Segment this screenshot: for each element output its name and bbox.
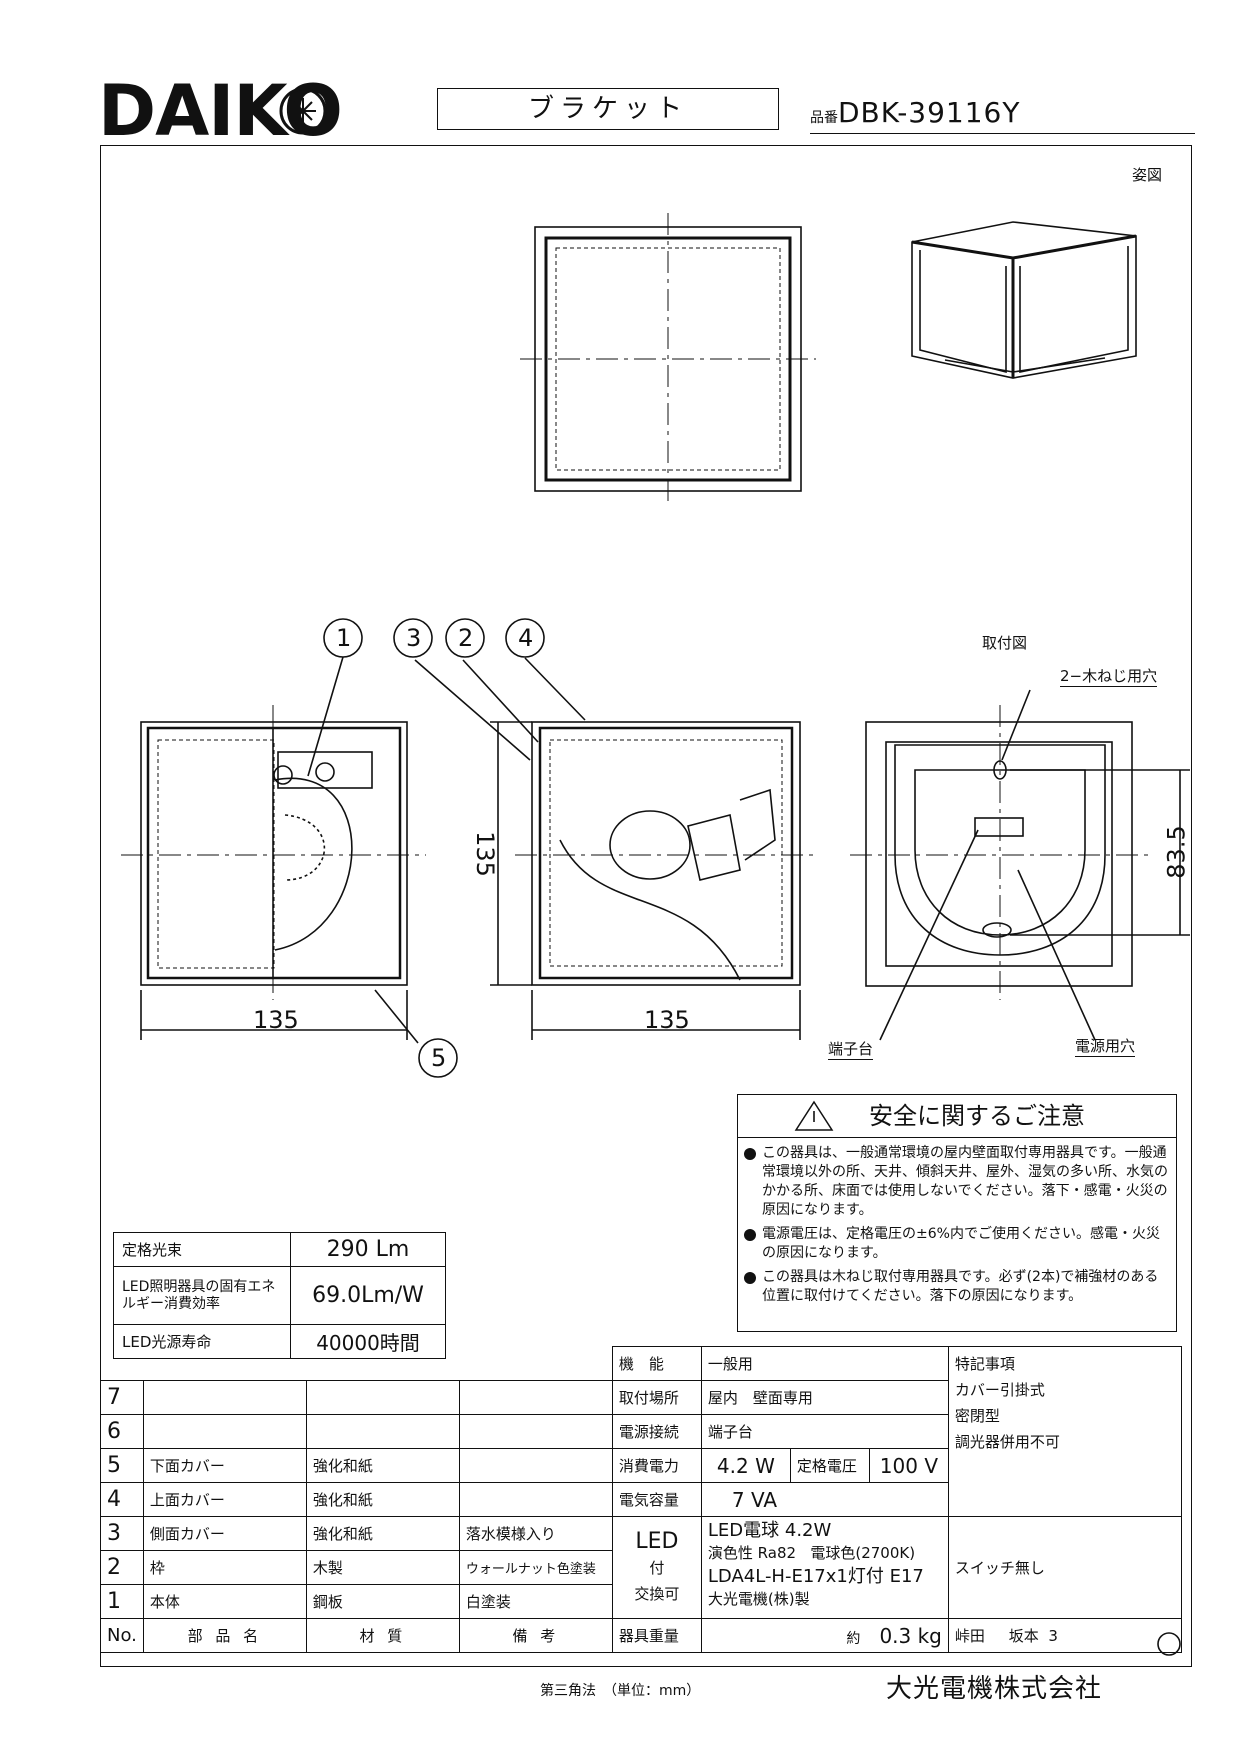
spec-value: 4.2 W bbox=[700, 1448, 791, 1483]
product-type: ブラケット bbox=[527, 94, 688, 124]
bullet-icon bbox=[744, 1148, 756, 1160]
rating-value: 290 Lm bbox=[290, 1232, 446, 1267]
rating-label: 定格光束 bbox=[113, 1232, 291, 1267]
sun-icon bbox=[279, 87, 327, 135]
mounting-label: 取付図 bbox=[982, 634, 1028, 652]
rating-value: 40000時間 bbox=[290, 1324, 446, 1359]
terminal-label: 端子台 bbox=[828, 1040, 874, 1060]
weight-cell: 約 0.3 kg bbox=[700, 1618, 949, 1653]
notes-label: 特記事項 bbox=[954, 1355, 1015, 1373]
callout-1: 1 bbox=[336, 624, 352, 652]
spec-label: 電源接続 bbox=[611, 1414, 702, 1449]
header-note: 備 考 bbox=[458, 1618, 613, 1653]
part-note bbox=[458, 1414, 613, 1449]
safety-notice: 安全に関するご注意 この器具は、一般通常環境の屋内壁面取付専用器具です。一般通常… bbox=[737, 1094, 1177, 1332]
part-note: 落水模様入り bbox=[458, 1516, 613, 1551]
part-no: 2 bbox=[100, 1550, 144, 1585]
callout-4: 4 bbox=[518, 624, 534, 652]
part-no: 7 bbox=[100, 1380, 144, 1415]
spec-value: 端子台 bbox=[700, 1414, 949, 1449]
spec-label: 器具重量 bbox=[611, 1618, 702, 1653]
model-number: DBK-39116Y bbox=[838, 96, 1021, 129]
note-item: カバー引掛式 bbox=[954, 1381, 1045, 1399]
spec-label: 取付場所 bbox=[611, 1380, 702, 1415]
safety-item: この器具は木ねじ取付専用器具です。必ず(2本)で補強材のある位置に取付けてくださ… bbox=[744, 1268, 1170, 1306]
notes-cell: 特記事項 カバー引掛式 密閉型 調光器併用不可 bbox=[947, 1346, 1182, 1517]
part-material: 強化和紙 bbox=[305, 1516, 460, 1551]
part-material bbox=[305, 1414, 460, 1449]
callout-2: 2 bbox=[458, 624, 474, 652]
part-material: 強化和紙 bbox=[305, 1482, 460, 1517]
perspective-label: 姿図 bbox=[1132, 166, 1163, 184]
drawing-frame bbox=[100, 145, 1192, 1667]
screw-hole-label: 2−木ねじ用穴 bbox=[1060, 667, 1158, 687]
part-note bbox=[458, 1380, 613, 1415]
sign-cell: 峠田 坂本 3 bbox=[947, 1618, 1182, 1653]
bullet-icon bbox=[744, 1229, 756, 1241]
part-note bbox=[458, 1482, 613, 1517]
safety-item: 電源電圧は、定格電圧の±6%内でご使用ください。感電・火災の原因になります。 bbox=[744, 1225, 1170, 1263]
spec-label: 電気容量 bbox=[611, 1482, 702, 1517]
header-no: No. bbox=[100, 1618, 144, 1653]
part-no: 3 bbox=[100, 1516, 144, 1551]
parts-spec-table: 機 能 一般用 特記事項 カバー引掛式 密閉型 調光器併用不可 7 取付場所 屋… bbox=[100, 1346, 1182, 1653]
spec-value: 100 V bbox=[868, 1448, 949, 1483]
header-name: 部 品 名 bbox=[142, 1618, 307, 1653]
part-name bbox=[142, 1414, 307, 1449]
bullet-icon bbox=[744, 1272, 756, 1284]
led-cell: LED 付 交換可 bbox=[611, 1516, 702, 1619]
rating-label: LED光源寿命 bbox=[113, 1324, 291, 1359]
part-material bbox=[305, 1380, 460, 1415]
company-name: 大光電機株式会社 bbox=[886, 1674, 1103, 1704]
product-type-box: ブラケット bbox=[437, 88, 779, 130]
part-no: 6 bbox=[100, 1414, 144, 1449]
sheet-number: 3 bbox=[1048, 1627, 1058, 1645]
callout-5: 5 bbox=[431, 1044, 447, 1072]
rating-label: LED照明器具の固有エネルギー消費効率 bbox=[113, 1266, 291, 1325]
safety-title: 安全に関するご注意 bbox=[738, 1095, 1176, 1138]
power-hole-label: 電源用穴 bbox=[1075, 1037, 1136, 1057]
part-no: 1 bbox=[100, 1584, 144, 1619]
part-no: 5 bbox=[100, 1448, 144, 1483]
dim-mount: 83.5 bbox=[1162, 825, 1191, 879]
part-name: 側面カバー bbox=[142, 1516, 307, 1551]
note-item: 調光器併用不可 bbox=[954, 1433, 1060, 1451]
part-material: 木製 bbox=[305, 1550, 460, 1585]
part-name bbox=[142, 1380, 307, 1415]
part-name: 上面カバー bbox=[142, 1482, 307, 1517]
part-note bbox=[458, 1448, 613, 1483]
spec-value: 一般用 bbox=[700, 1346, 949, 1381]
dim-width-front: 135 bbox=[253, 1006, 299, 1034]
dim-width-side: 135 bbox=[644, 1006, 690, 1034]
lamp-cell: LED電球 4.2W 演色性 Ra82 電球色(2700K) LDA4L-H-E… bbox=[700, 1516, 949, 1619]
part-note: 白塗装 bbox=[458, 1584, 613, 1619]
switch-cell: スイッチ無し bbox=[947, 1516, 1182, 1619]
note-item: 密閉型 bbox=[954, 1407, 1000, 1425]
part-name: 本体 bbox=[142, 1584, 307, 1619]
part-note: ウォールナット色塗装 bbox=[458, 1550, 613, 1585]
part-material: 強化和紙 bbox=[305, 1448, 460, 1483]
spec-value: 7 VA bbox=[700, 1482, 949, 1517]
safety-item: この器具は、一般通常環境の屋内壁面取付専用器具です。一般通常環境以外の所、天井、… bbox=[744, 1144, 1170, 1220]
header-material: 材 質 bbox=[305, 1618, 460, 1653]
dim-height: 135 bbox=[470, 831, 499, 877]
model-field: 品番DBK-39116Y bbox=[810, 98, 1195, 134]
spec-label: 消費電力 bbox=[611, 1448, 702, 1483]
projection-note: 第三角法 （単位：mm） bbox=[540, 1683, 701, 1699]
callout-3: 3 bbox=[406, 624, 422, 652]
part-name: 枠 bbox=[142, 1550, 307, 1585]
part-no: 4 bbox=[100, 1482, 144, 1517]
part-name: 下面カバー bbox=[142, 1448, 307, 1483]
spec-label: 機 能 bbox=[611, 1346, 702, 1381]
part-material: 鋼板 bbox=[305, 1584, 460, 1619]
spec-value: 屋内 壁面専用 bbox=[700, 1380, 949, 1415]
spec-label: 定格電圧 bbox=[789, 1448, 870, 1483]
rating-value: 69.0Lm/W bbox=[290, 1266, 446, 1325]
model-prefix: 品番 bbox=[810, 110, 838, 126]
